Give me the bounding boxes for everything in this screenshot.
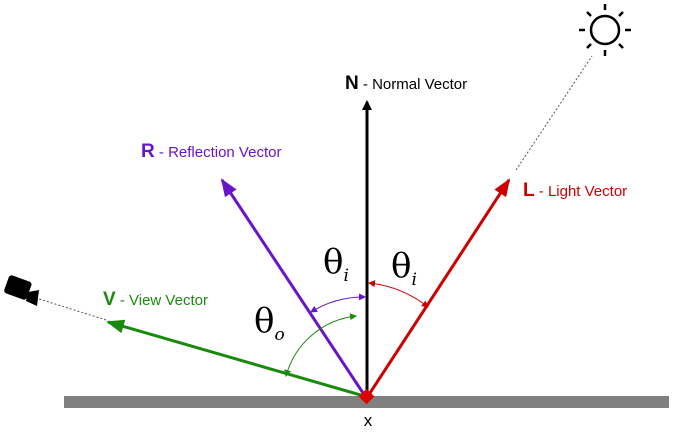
- viewer-dotted-line: [35, 297, 107, 321]
- reflection-vector: [220, 178, 367, 397]
- light-source-dotted-line: [515, 55, 593, 171]
- view-vector: [106, 319, 365, 398]
- light-label: L - Light Vector: [523, 180, 627, 201]
- theta-i-left-arc: [310, 293, 366, 313]
- camera-icon: [4, 275, 39, 306]
- theta-o-arc: [284, 313, 357, 377]
- light-symbol: L: [523, 180, 535, 201]
- light-text: - Light Vector: [535, 183, 628, 200]
- reflection-text: - Reflection Vector: [155, 144, 282, 161]
- theta-o-label: θo: [254, 301, 285, 345]
- reflection-symbol: R: [141, 141, 155, 162]
- theta-i-left-label: θi: [323, 242, 349, 286]
- light-vector: [366, 178, 511, 397]
- normal-symbol: N: [345, 73, 359, 94]
- normal-label: N - Normal Vector: [345, 73, 467, 94]
- point-label: x: [364, 411, 373, 430]
- view-label: V - View Vector: [103, 289, 208, 310]
- theta-i-right-arc: [368, 280, 429, 308]
- view-symbol: V: [103, 289, 116, 310]
- sun-icon: [579, 4, 631, 56]
- view-text: - View Vector: [116, 292, 208, 309]
- reflection-label: R - Reflection Vector: [141, 141, 281, 162]
- theta-i-right-label: θi: [391, 246, 417, 290]
- normal-text: - Normal Vector: [359, 76, 467, 93]
